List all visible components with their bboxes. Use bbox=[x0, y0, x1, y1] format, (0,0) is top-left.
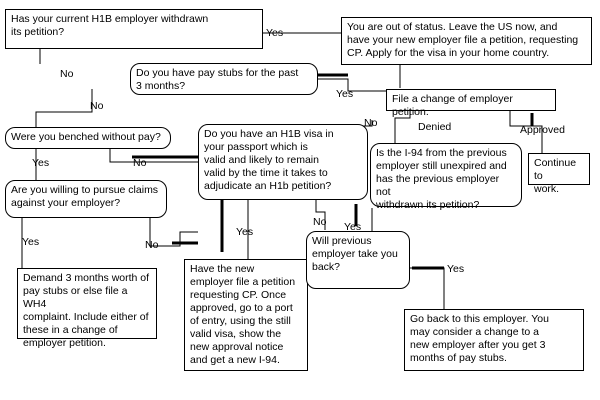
connector-takeback-yes bbox=[410, 267, 445, 310]
node-continue-work: Continue to work. bbox=[528, 153, 590, 195]
label-benched-no: No bbox=[133, 157, 147, 169]
node-claims-question: Are you willing to pursue claims against… bbox=[5, 180, 167, 218]
label-paystubs-yes: Yes bbox=[336, 88, 354, 100]
connector-paystubs-no bbox=[35, 89, 93, 128]
label-filechange-approved: Approved bbox=[520, 124, 565, 136]
connector-filechange-approved bbox=[509, 110, 543, 154]
node-out-of-status: You are out of status. Leave the US now,… bbox=[341, 17, 592, 65]
label-takeback-yes: Yes bbox=[447, 263, 465, 275]
label-h1b-no: No bbox=[313, 216, 327, 228]
label-filechange-denied: Denied bbox=[418, 121, 452, 133]
connector-claims-no bbox=[149, 218, 198, 247]
label-i94-yes: Yes bbox=[344, 221, 362, 233]
node-pay-stubs-question: Do you have pay stubs for the past 3 mon… bbox=[130, 63, 318, 95]
node-h1b-visa-question: Do you have an H1B visa in your passport… bbox=[198, 124, 368, 200]
label-withdrawn-no: No bbox=[60, 68, 74, 80]
label-claims-no: No bbox=[145, 239, 159, 251]
label-withdrawn-yes: Yes bbox=[266, 27, 284, 39]
node-withdrawn-question: Has your current H1B employer withdrawn … bbox=[5, 9, 263, 49]
node-take-back-question: Will previous employer take you back? bbox=[306, 231, 410, 289]
node-i94-question: Is the I-94 from the previous employer s… bbox=[370, 143, 522, 211]
node-benched-question: Were you benched without pay? bbox=[5, 127, 171, 149]
node-file-change-petition: File a change of employer petition. bbox=[386, 89, 556, 118]
label-h1b-yes: Yes bbox=[236, 226, 254, 238]
connector-paystubs-yes bbox=[318, 78, 386, 92]
node-go-back: Go back to this employer. You may consid… bbox=[404, 309, 584, 371]
connector-h1b-no bbox=[315, 198, 326, 230]
label-i94-no: No bbox=[364, 117, 378, 129]
label-claims-yes: Yes bbox=[22, 236, 40, 248]
label-paystubs-no: No bbox=[90, 100, 104, 112]
node-new-employer-cp: Have the new employer file a petition re… bbox=[184, 259, 308, 371]
node-demand-pay-stubs: Demand 3 months worth of pay stubs or el… bbox=[17, 268, 157, 349]
label-benched-yes: Yes bbox=[32, 157, 50, 169]
connector-filechange-denied bbox=[394, 110, 411, 144]
connector-benched-no bbox=[109, 149, 198, 163]
